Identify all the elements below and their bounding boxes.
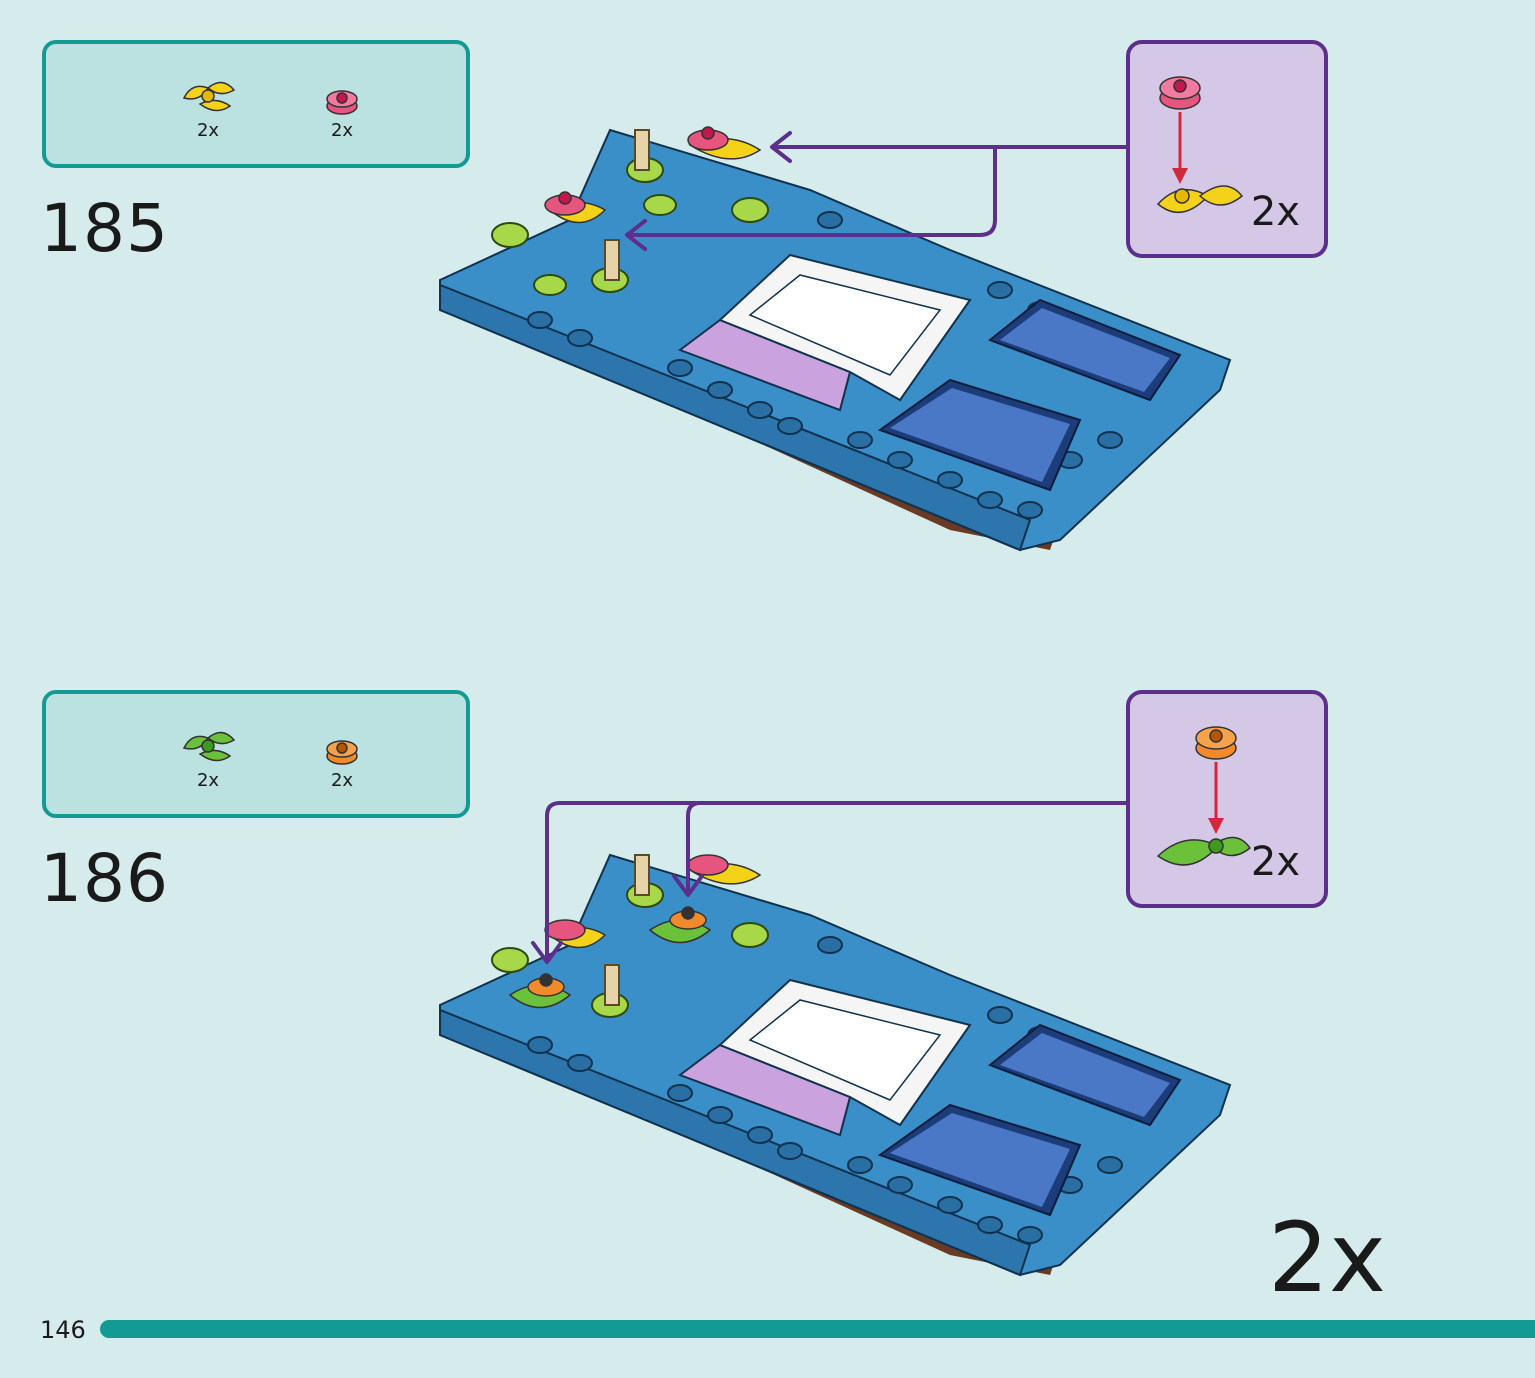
step-number-185: 185 [40,190,169,267]
page-number: 146 [40,1316,86,1344]
page-progress-bar [100,1320,1535,1338]
subassembly-callout-185: 2x [1126,40,1328,258]
parts-list-box-186: 2x 2x [42,690,470,818]
part-pink-flower: 2x [302,84,382,140]
model-multiplier: 2x [1268,1202,1386,1314]
model-step-186 [439,853,1232,1277]
subassembly-diagram [1156,726,1252,866]
step-number-186: 186 [40,840,169,917]
part-qty: 2x [196,770,220,791]
subassembly-diagram [1156,76,1244,213]
yellow-leaf-plate-icon [182,81,236,112]
subassembly-callout-186: 2x [1126,690,1328,908]
part-orange-flower: 2x [302,734,382,790]
part-yellow-leaf: 2x [168,74,248,140]
orange-flower-plate-icon [326,740,358,765]
pink-flower-plate-icon [326,90,358,115]
model-step-185 [439,126,1232,552]
parts-list-box-185: 2x 2x [42,40,470,168]
subassembly-quantity: 2x [1250,189,1300,235]
part-qty: 2x [196,120,220,141]
green-leaf-plate-icon [182,731,236,762]
part-qty: 2x [330,770,354,791]
subassembly-quantity: 2x [1250,839,1300,885]
part-green-leaf: 2x [168,724,248,790]
part-qty: 2x [330,120,354,141]
